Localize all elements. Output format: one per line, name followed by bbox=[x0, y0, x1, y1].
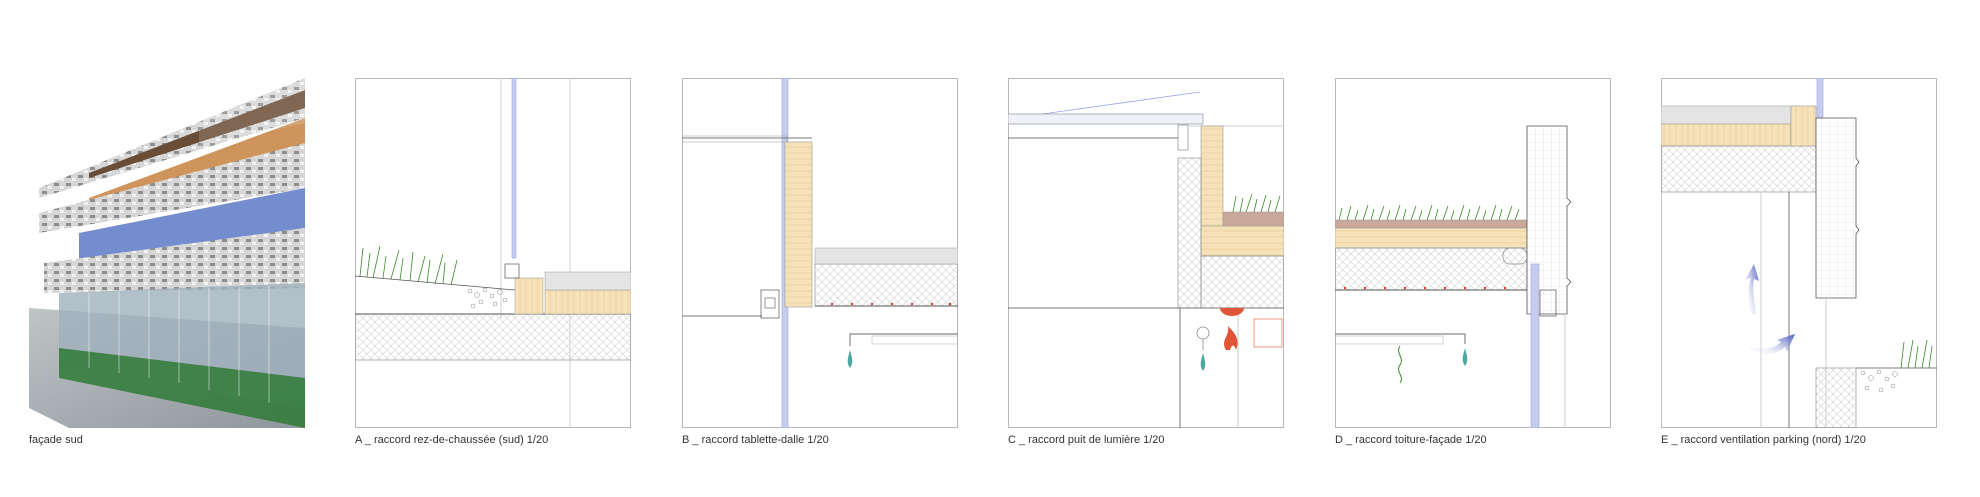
caption-b: B _ raccord tablette-dalle 1/20 bbox=[682, 434, 829, 446]
air-arrow-icon bbox=[1745, 264, 1795, 355]
detail-a-drawing bbox=[355, 78, 631, 428]
water-drop-icon bbox=[1200, 353, 1206, 371]
flame-icon bbox=[1224, 326, 1238, 350]
detail-a-raccord-rez-de-chaussee bbox=[355, 78, 631, 428]
vegetation-icon bbox=[1338, 204, 1520, 221]
caption-e: E _ raccord ventilation parking (nord) 1… bbox=[1661, 434, 1866, 446]
detail-d-raccord-toiture-facade bbox=[1335, 78, 1611, 428]
detail-b-drawing bbox=[682, 78, 958, 428]
water-drop-icon bbox=[847, 350, 853, 368]
caption-facade: façade sud bbox=[29, 434, 83, 446]
caption-a: A _ raccord rez-de-chaussée (sud) 1/20 bbox=[355, 434, 549, 446]
detail-c-drawing bbox=[1008, 78, 1284, 428]
facade-render bbox=[29, 78, 305, 428]
vegetation-icon bbox=[1232, 193, 1281, 213]
detail-c-raccord-puit-de-lumiere bbox=[1008, 78, 1284, 428]
detail-e-drawing bbox=[1661, 78, 1937, 428]
water-drop-icon bbox=[1462, 348, 1468, 366]
facade-render-image bbox=[29, 78, 305, 428]
vegetation-icon bbox=[359, 245, 458, 286]
vegetation-icon bbox=[1900, 339, 1933, 369]
caption-d: D _ raccord toiture-façade 1/20 bbox=[1335, 434, 1487, 446]
detail-d-drawing bbox=[1335, 78, 1611, 428]
detail-b-raccord-tablette-dalle bbox=[682, 78, 958, 428]
detail-e-raccord-ventilation-parking bbox=[1661, 78, 1937, 428]
caption-c: C _ raccord puit de lumière 1/20 bbox=[1008, 434, 1165, 446]
